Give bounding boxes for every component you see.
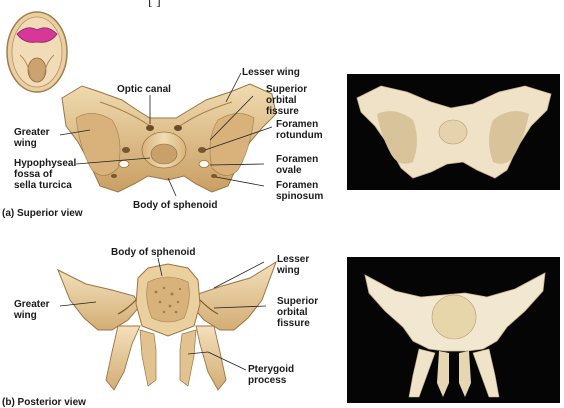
label-body-of-sphenoid-posterior: Body of sphenoid (111, 247, 195, 258)
label-lesser-wing-posterior: Lesser wing (277, 254, 309, 276)
title-posterior-view: (b) Posterior view (2, 397, 86, 408)
sphenoid-posterior (58, 262, 276, 390)
label-superior-orbital-fissure-posterior: Superior orbital fissure (277, 296, 318, 329)
photo-posterior-view (347, 257, 560, 403)
label-greater-wing-posterior: Greater wing (14, 299, 50, 321)
label-pterygoid-process: Pterygoid process (248, 364, 294, 386)
